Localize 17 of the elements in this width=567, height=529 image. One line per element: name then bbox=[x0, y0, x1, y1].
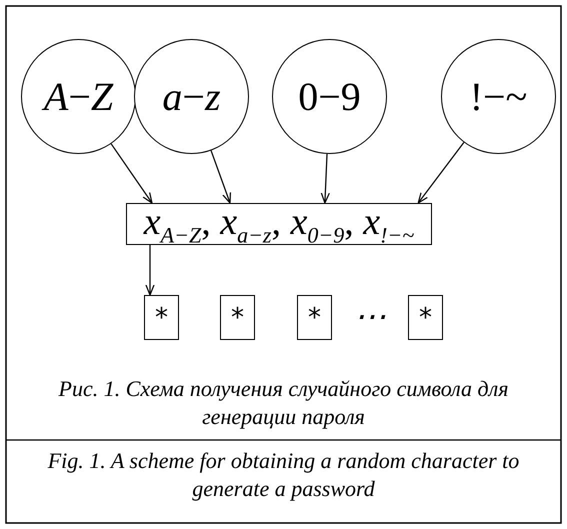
character-box: * bbox=[408, 295, 443, 340]
ellipsis: ⋯ bbox=[353, 297, 387, 336]
figure-caption: Рис. 1. Схема получения случайного символа для генерации пароля bbox=[58, 375, 510, 431]
character-box: * bbox=[220, 295, 255, 340]
range-circle: A−Z bbox=[21, 39, 136, 154]
character-box: * bbox=[297, 295, 332, 340]
figure-caption: Fig. 1. A scheme for obtaining a random character to generate a password bbox=[46, 447, 520, 503]
arrow bbox=[145, 245, 155, 296]
range-circle: !−~ bbox=[441, 39, 556, 154]
arrow bbox=[418, 142, 464, 204]
symbol-set-box: x$_{A−Z}$, x$_{a−z}$, x$_{0−9}$, x$_{!−~}$ bbox=[126, 203, 432, 245]
range-circle: a−z bbox=[134, 39, 249, 154]
arrow bbox=[210, 150, 231, 204]
arrow bbox=[320, 154, 330, 204]
character-box: * bbox=[144, 295, 179, 340]
arrow bbox=[110, 143, 153, 204]
range-circle: 0−9 bbox=[272, 39, 387, 154]
